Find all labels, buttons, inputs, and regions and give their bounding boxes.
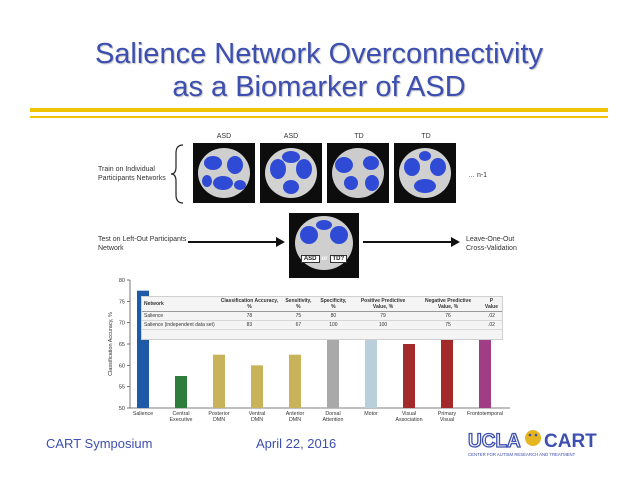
table-cell: 79 — [350, 311, 416, 321]
table-cell: 78 — [218, 311, 281, 321]
bar — [479, 333, 491, 408]
train-label: Train on Individual Participants Network… — [98, 166, 166, 182]
brain-scan-td-2 — [394, 143, 456, 203]
table-cell: Salience (independent data set) — [142, 320, 218, 330]
table-cell: Salience — [142, 311, 218, 321]
title-line-2: as a Biomarker of ASD — [172, 71, 466, 103]
column-header-td-1: TD — [354, 133, 364, 140]
title-rule-thick — [30, 108, 608, 112]
x-tick-label: Salience — [133, 411, 153, 417]
brain-scan-left-out: ASD or TD? — [289, 213, 359, 278]
table-cell: 76 — [415, 311, 481, 321]
table-cell: 80 — [315, 311, 351, 321]
column-header-asd-2: ASD — [283, 133, 299, 140]
brain-scan-td-1 — [327, 143, 389, 203]
table-header-cell: Negative Predictive Value, % — [415, 297, 481, 312]
test-label: Test on Left-Out Participants Network — [98, 236, 187, 252]
ellipsis-label: … n-1 — [468, 172, 488, 179]
bar — [175, 376, 187, 408]
x-tick-label: Frontotemporal — [467, 411, 503, 417]
tag-asd: ASD — [300, 254, 320, 263]
y-tick-label: 65 — [119, 342, 125, 348]
logo-subtitle: CENTER FOR AUTISM RESEARCH AND TREATMENT — [468, 452, 576, 457]
y-tick-label: 60 — [119, 363, 125, 369]
table-header-cell: Classification Accuracy, % — [218, 297, 281, 312]
table-header-cell: Sensitivity, % — [280, 297, 316, 312]
bar — [289, 354, 301, 408]
logo-ucla-text: UCLA — [468, 431, 521, 452]
footer-date: April 22, 2016 — [256, 436, 337, 451]
brain-scan-asd-2 — [260, 143, 322, 203]
title-line-1: Salience Network Overconnectivity — [94, 38, 544, 70]
arrow-right-icon-2 — [363, 237, 460, 247]
curly-brace-icon — [170, 144, 184, 204]
table-cell: 67 — [280, 320, 316, 330]
column-header-td-2: TD — [421, 133, 431, 140]
table-cell: .02 — [480, 320, 502, 330]
tag-or: or — [321, 255, 328, 262]
tag-td: TD? — [329, 254, 348, 263]
table-header-cell: Positive Predictive Value, % — [350, 297, 416, 312]
table-cell: .02 — [480, 311, 502, 321]
table-cell: 100 — [350, 320, 416, 330]
result-label: Leave-One-Out Cross-Validation — [466, 236, 517, 252]
bar — [213, 354, 225, 408]
table-cell: 100 — [315, 320, 351, 330]
bar — [365, 322, 377, 408]
x-tick-label: Motor — [364, 411, 378, 417]
slide-title: Salience Network Overconnectivity as a B… — [0, 38, 638, 104]
logo-cart-text: CART — [544, 431, 597, 452]
table-header-cell: P Value — [480, 297, 502, 312]
y-tick-label: 75 — [119, 299, 125, 305]
y-tick-label: 55 — [119, 385, 125, 391]
y-tick-label: 70 — [119, 321, 125, 327]
bar — [441, 322, 453, 408]
ucla-cart-logo: UCLA CART CENTER FOR AUTISM RESEARCH AND… — [467, 430, 597, 457]
table-cell: 75 — [415, 320, 481, 330]
title-rule-thin — [30, 116, 608, 118]
arrow-right-icon — [188, 237, 285, 247]
table-cell: 83 — [218, 320, 281, 330]
brain-scan-asd-1 — [193, 143, 255, 203]
bar — [403, 344, 415, 408]
footer-event: CART Symposium — [46, 436, 153, 451]
y-tick-label: 80 — [119, 278, 125, 284]
y-tick-label: 50 — [119, 406, 125, 412]
table-header-cell: Specificity, % — [315, 297, 351, 312]
y-axis-label: Classification Accuracy, % — [108, 312, 114, 376]
table-cell: 75 — [280, 311, 316, 321]
bar — [327, 322, 339, 408]
column-header-asd-1: ASD — [216, 133, 232, 140]
bar — [251, 365, 263, 408]
table-header-cell: Network — [142, 297, 218, 312]
